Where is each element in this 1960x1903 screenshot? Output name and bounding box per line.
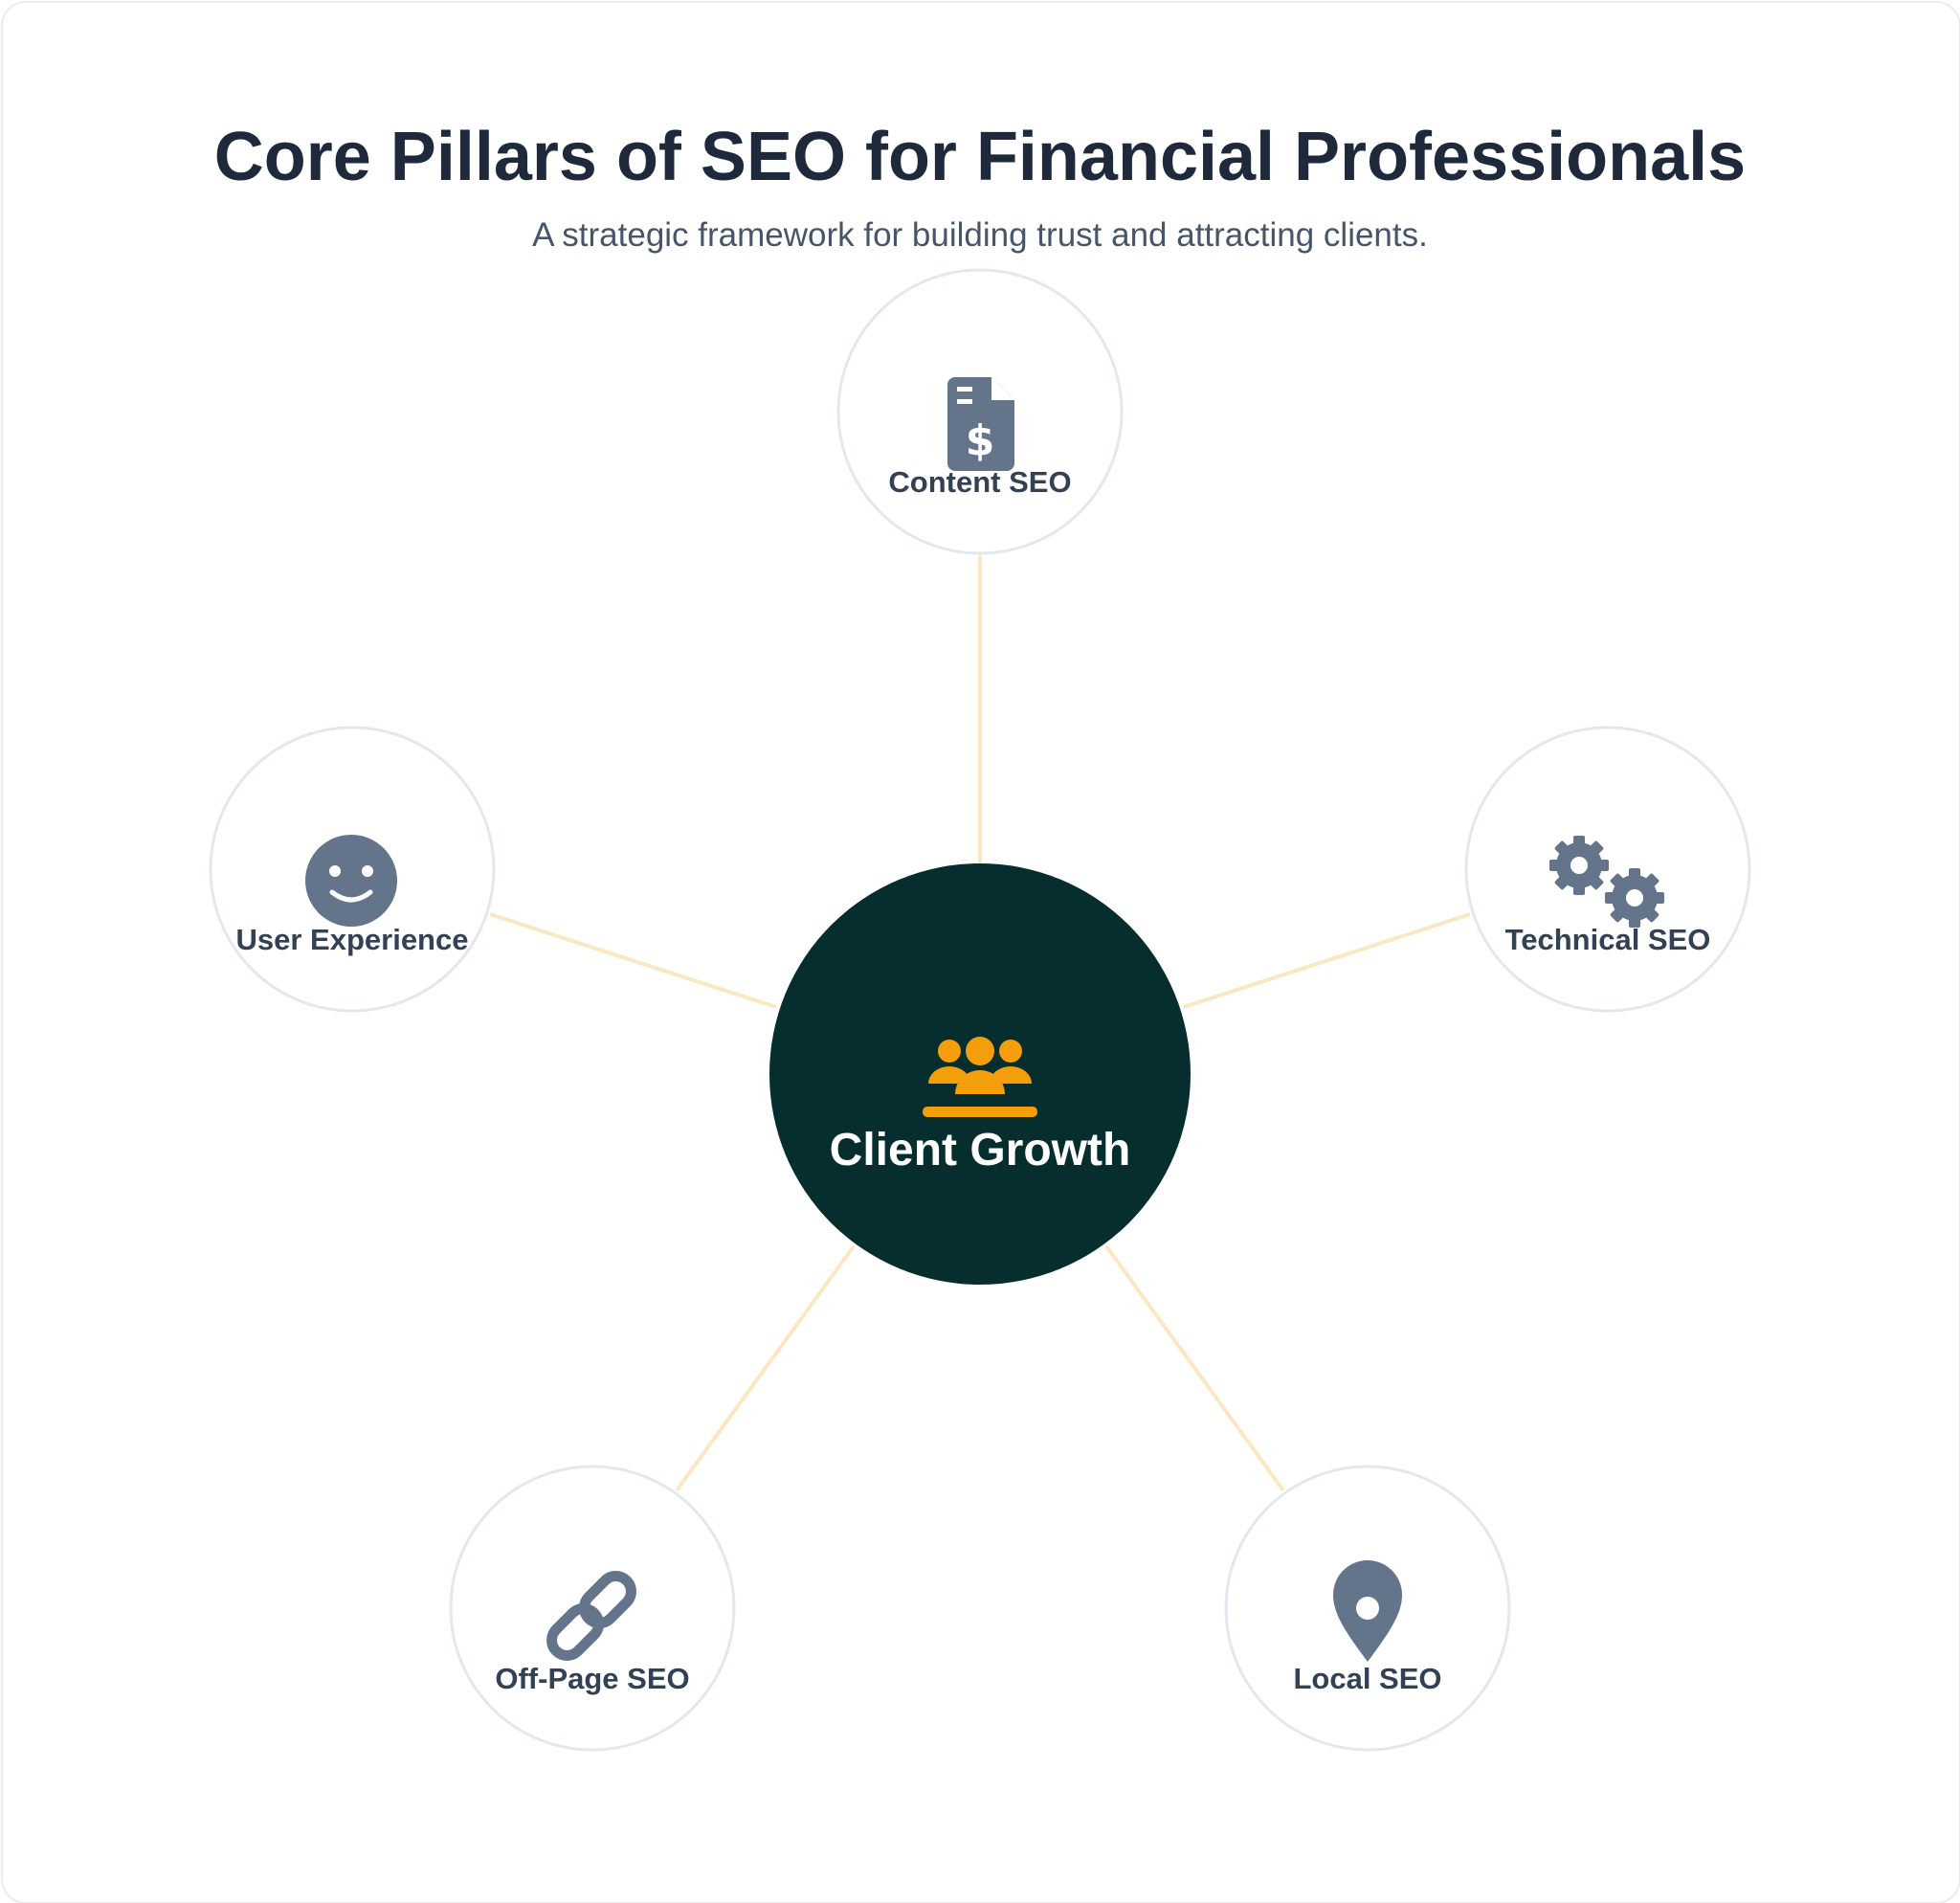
pillar-label-content-seo: Content SEO bbox=[888, 465, 1072, 499]
users-icon bbox=[923, 1037, 1037, 1117]
svg-text:$: $ bbox=[966, 416, 995, 465]
map-marker-icon bbox=[1333, 1560, 1402, 1662]
pillar-label-user-experience: User Experience bbox=[235, 923, 469, 956]
connectors bbox=[489, 555, 1471, 1492]
pillar-label-local-seo: Local SEO bbox=[1293, 1662, 1442, 1695]
gears-icon bbox=[1549, 836, 1664, 928]
pillar-label-offpage-seo: Off-Page SEO bbox=[495, 1662, 690, 1695]
smile-icon bbox=[305, 835, 397, 927]
connector-technical bbox=[1183, 912, 1471, 1009]
connector-offpage bbox=[675, 1244, 856, 1492]
page-title: Core Pillars of SEO for Financial Profes… bbox=[213, 119, 1747, 195]
pillar-label-technical-seo: Technical SEO bbox=[1504, 923, 1711, 956]
file-invoice-dollar-icon: $ bbox=[947, 377, 1014, 471]
page-subtitle: A strategic framework for building trust… bbox=[532, 216, 1428, 254]
connector-local bbox=[1104, 1244, 1285, 1492]
center-label: Client Growth bbox=[829, 1125, 1131, 1175]
link-icon bbox=[546, 1571, 636, 1661]
connector-ux bbox=[489, 912, 777, 1009]
